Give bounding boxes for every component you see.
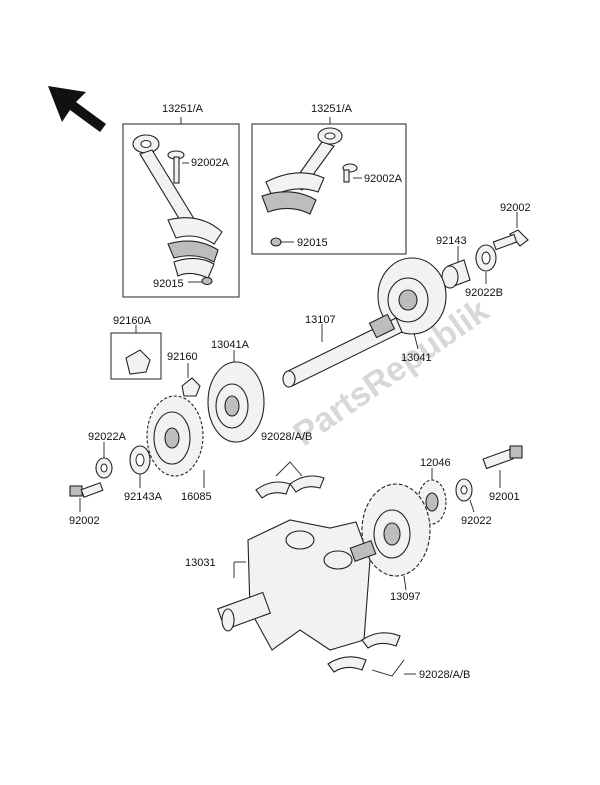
label-13031: 13031 [185,557,216,569]
label-13041: 13041 [401,352,432,364]
connecting-rod-right-icon [261,127,343,215]
bolt-92002-top-icon [492,229,529,251]
label-13251A-right: 13251/A [311,103,353,115]
label-13041A: 13041A [211,339,250,351]
bolt-icon [167,150,185,184]
spacer-92143-icon [441,259,471,289]
gear-16085-icon [146,395,204,477]
bolt-92002-left-icon [69,482,104,498]
connecting-rod-box-left [122,117,240,298]
label-92160: 92160 [167,351,198,363]
washer-92022-icon [455,478,473,502]
label-92143: 92143 [436,235,467,247]
nut-icon [201,276,213,286]
nut-icon [270,237,282,247]
label-92001: 92001 [489,491,520,503]
collar-92022B-icon [475,244,497,272]
label-92002A-left: 92002A [191,157,230,169]
label-13097: 13097 [390,591,421,603]
bolt-icon [342,163,358,183]
orientation-arrow-icon [48,86,106,132]
label-92002-top: 92002 [500,202,531,214]
label-92028AB-bottom: 92028/A/B [419,669,470,681]
bearing-shell-icon [255,475,325,499]
collar-92022A-icon [95,457,113,479]
label-92002-left: 92002 [69,515,100,527]
label-16085: 16085 [181,491,212,503]
crankshaft-13031-icon [216,519,377,651]
label-92015-left: 92015 [153,278,184,290]
label-92022: 92022 [461,515,492,527]
sprocket-13097-icon [361,483,431,577]
label-92160A: 92160A [113,315,152,327]
bearing-shell-icon [327,632,401,673]
label-92015-right: 92015 [297,237,328,249]
connecting-rod-box-right [251,117,407,255]
connecting-rod-left-icon [132,134,223,279]
label-92143A: 92143A [124,491,163,503]
label-92022A: 92022A [88,431,127,443]
damper-92160-icon [181,377,201,397]
sprocket-13041-icon [377,257,447,335]
shaft-13107-icon [282,313,403,388]
label-13107: 13107 [305,314,336,326]
label-92022B: 92022B [465,287,503,299]
spacer-92143A-icon [129,445,151,475]
label-12046: 12046 [420,457,451,469]
damper-92160A-icon [110,332,162,380]
label-92002A-right: 92002A [364,173,403,185]
bolt-92001-icon [482,445,523,470]
label-13251A-left: 13251/A [162,103,204,115]
label-92028AB-top: 92028/A/B [261,431,312,443]
sprocket-13041A-icon [207,361,265,443]
